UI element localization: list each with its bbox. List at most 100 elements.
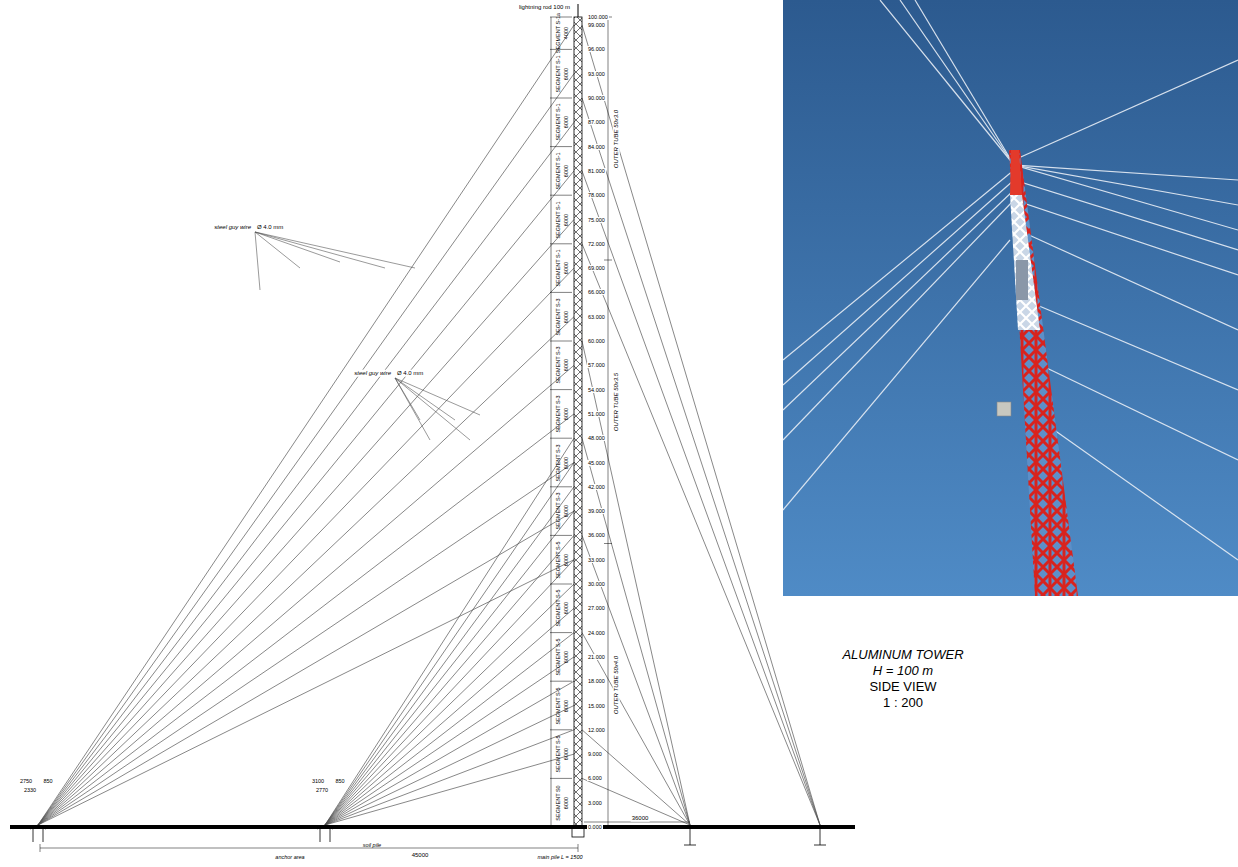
elevation-mark: 3.000	[587, 800, 603, 806]
segment-length: 6000	[563, 165, 569, 177]
drawing-title: ALUMINUM TOWER	[842, 648, 963, 662]
elevation-mark: 78.000	[587, 192, 606, 198]
segment-name: SEGMENT S0	[555, 785, 561, 820]
tower-photo	[783, 0, 1238, 596]
elevation-mark: 93.000	[587, 71, 606, 77]
elevation-mark: 0.000	[587, 824, 603, 830]
segment-ticks	[550, 17, 572, 827]
tube-spec: OUTER TUBE 50x3.0	[613, 108, 620, 168]
elevation-mark: 18.000	[587, 678, 606, 684]
dimension: 36000	[631, 815, 650, 822]
segment-name: SEGMENT S-5	[555, 638, 561, 675]
dimension-line	[40, 17, 690, 852]
segment-length: 6000	[563, 262, 569, 274]
segment-name: SEGMENT S-1a	[555, 13, 561, 53]
note: main pile L = 1500	[537, 854, 582, 860]
dimension: 3100	[311, 778, 325, 784]
segment-name: SEGMENT S-3	[555, 444, 561, 481]
dimension: 850	[42, 778, 53, 784]
segment-name: SEGMENT S-3	[555, 298, 561, 335]
elevation-mark: 21.000	[587, 654, 606, 660]
elevation-mark: 51.000	[587, 411, 606, 417]
segment-length: 6000	[563, 408, 569, 420]
segment-length: 6000	[563, 651, 569, 663]
segment-name: SEGMENT S-1	[555, 201, 561, 238]
segment-name: SEGMENT S-1	[555, 104, 561, 141]
elevation-mark: 63.000	[587, 314, 606, 320]
dimension: 45000	[411, 852, 430, 859]
segment-length: 6000	[563, 311, 569, 323]
elevation-mark: 66.000	[587, 289, 606, 295]
segment-length: 6000	[563, 213, 569, 225]
callout-text: steel guy wire	[353, 370, 392, 377]
tube-spec: OUTER TUBE 50x3.5	[613, 372, 620, 432]
elevation-mark: 84.000	[587, 144, 606, 150]
elevation-mark: 54.000	[587, 387, 606, 393]
elevation-mark: 24.000	[587, 630, 606, 636]
elevation-mark: 12.000	[587, 727, 606, 733]
drawing-height: H = 100 m	[873, 664, 933, 678]
drawing-view: SIDE VIEW	[869, 680, 936, 694]
elevation-mark: 60.000	[587, 338, 606, 344]
elevation-mark: 30.000	[587, 581, 606, 587]
elevation-mark: 99.000	[587, 22, 606, 28]
guy-wires	[38, 25, 820, 825]
segment-length: 6000	[563, 602, 569, 614]
segment-length: 6000	[563, 797, 569, 809]
tube-spec: OUTER TUBE 50x4.0	[613, 655, 620, 715]
dimension: 2770	[315, 787, 329, 793]
segment-length: 6000	[563, 554, 569, 566]
elevation-mark: 75.000	[587, 216, 606, 222]
segment-length: 6000	[563, 68, 569, 80]
elevation-mark: 81.000	[587, 168, 606, 174]
elevation-mark: 9.000	[587, 751, 603, 757]
segment-name: SEGMENT S-5	[555, 736, 561, 773]
note: anchor area	[275, 854, 304, 860]
dimension: 850	[334, 778, 345, 784]
elevation-mark: 15.000	[587, 702, 606, 708]
elevation-mark: 100.000	[587, 14, 609, 20]
tower-mast	[572, 4, 584, 837]
segment-name: SEGMENT S-1	[555, 152, 561, 189]
elevation-mark: 6.000	[587, 775, 603, 781]
elevation-mark: 33.000	[587, 557, 606, 563]
lightning-rod-label: lightning rod 100 m	[519, 4, 570, 11]
segment-name: SEGMENT S-3	[555, 395, 561, 432]
segment-name: SEGMENT S-1	[555, 55, 561, 92]
leader-lines	[255, 232, 480, 440]
elevation-mark: 39.000	[587, 508, 606, 514]
elevation-mark: 87.000	[587, 119, 606, 125]
elevation-mark: 90.000	[587, 95, 606, 101]
segment-name: SEGMENT S-1	[555, 250, 561, 287]
elevation-mark: 48.000	[587, 435, 606, 441]
elevation-mark: 45.000	[587, 459, 606, 465]
callout-text: Ø 4.0 mm	[396, 370, 424, 377]
drawing-scale: 1 : 200	[883, 696, 923, 710]
segment-name: SEGMENT S-5	[555, 541, 561, 578]
segment-name: SEGMENT S-5	[555, 687, 561, 724]
elevation-mark: 27.000	[587, 605, 606, 611]
anchor-symbols	[30, 825, 826, 845]
segment-name: SEGMENT S-5	[555, 590, 561, 627]
elevation-mark: 96.000	[587, 46, 606, 52]
segment-length: 6000	[563, 359, 569, 371]
segment-length: 6000	[563, 748, 569, 760]
dimension: 2750	[19, 778, 33, 784]
ground-line	[10, 825, 855, 829]
segment-length: 6000	[563, 505, 569, 517]
elevation-mark: 36.000	[587, 532, 606, 538]
elevation-mark: 72.000	[587, 241, 606, 247]
segment-length: 6000	[563, 116, 569, 128]
elevation-mark: 69.000	[587, 265, 606, 271]
dimension: 2330	[23, 787, 37, 793]
segment-length: 4000	[563, 27, 569, 39]
segment-length: 6000	[563, 456, 569, 468]
elevation-mark: 57.000	[587, 362, 606, 368]
elevation-mark: 42.000	[587, 484, 606, 490]
callout-text: Ø 4.0 mm	[256, 224, 284, 231]
segment-name: SEGMENT S-3	[555, 493, 561, 530]
segment-name: SEGMENT S-3	[555, 347, 561, 384]
note: soil pile	[363, 842, 381, 848]
segment-length: 6000	[563, 699, 569, 711]
